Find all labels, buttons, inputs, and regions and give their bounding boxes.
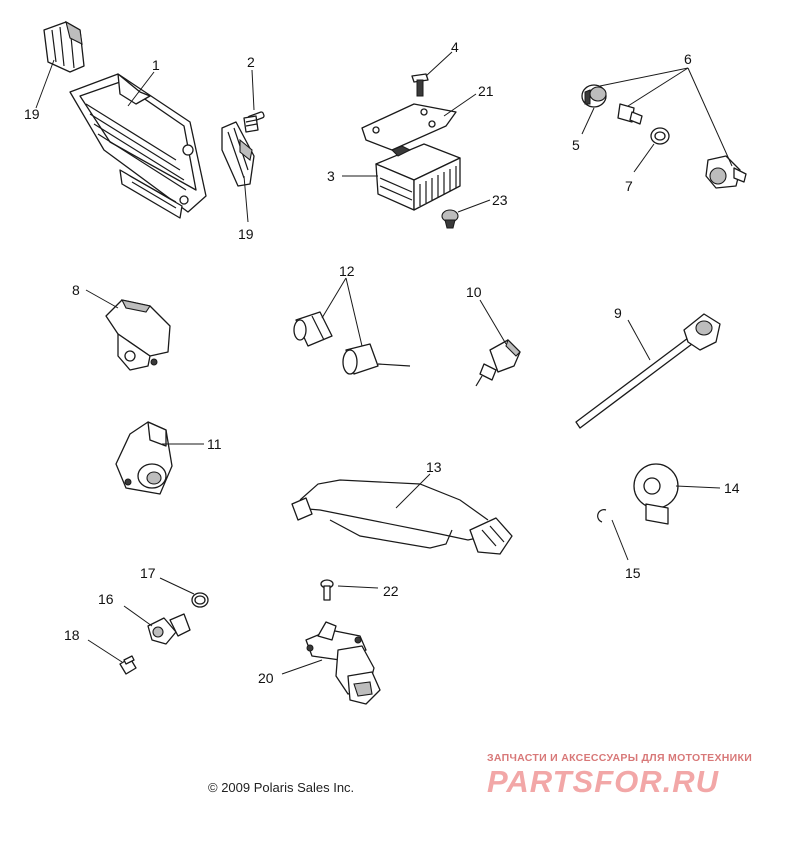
part-12-item-a bbox=[293, 311, 333, 347]
callout-18: 18 bbox=[64, 627, 80, 643]
part-9-sensor bbox=[575, 313, 721, 429]
watermark-tagline: ЗАПЧАСТИ И АКСЕССУАРЫ ДЛЯ МОТОТЕХНИКИ bbox=[487, 752, 753, 764]
part-22-screw bbox=[320, 579, 334, 601]
part-2-screw bbox=[243, 111, 265, 133]
callout-15: 15 bbox=[625, 565, 641, 581]
watermark-logo: PARTSFOR.RU bbox=[487, 764, 720, 799]
callout-9: 9 bbox=[614, 305, 622, 321]
part-19-bracket-lower bbox=[221, 121, 255, 187]
part-1-ecu bbox=[69, 73, 207, 219]
callout-10: 10 bbox=[466, 284, 482, 300]
callout-1: 1 bbox=[152, 57, 160, 73]
callout-19-upper: 19 bbox=[24, 106, 40, 122]
callout-22: 22 bbox=[383, 583, 399, 599]
part-17-oring bbox=[191, 592, 209, 608]
callout-6: 6 bbox=[684, 51, 692, 67]
part-6-sensor bbox=[705, 155, 747, 189]
callout-2: 2 bbox=[247, 54, 255, 70]
part-6-clip bbox=[617, 103, 643, 125]
callout-14: 14 bbox=[724, 480, 740, 496]
part-14-sensor bbox=[633, 463, 679, 525]
callout-13: 13 bbox=[426, 459, 442, 475]
callout-19-lower: 19 bbox=[238, 226, 254, 242]
callout-5: 5 bbox=[572, 137, 580, 153]
part-12-item-b bbox=[342, 343, 411, 375]
callout-16: 16 bbox=[98, 591, 114, 607]
part-19-bracket-upper bbox=[43, 20, 85, 73]
part-3-module bbox=[375, 143, 461, 211]
part-18-bolt bbox=[119, 655, 137, 675]
part-7-ring bbox=[650, 127, 670, 145]
part-15-clip bbox=[597, 509, 607, 523]
callout-7: 7 bbox=[625, 178, 633, 194]
part-20-valve bbox=[305, 621, 381, 705]
callout-21: 21 bbox=[478, 83, 494, 99]
callout-4: 4 bbox=[451, 39, 459, 55]
part-8-sensor bbox=[105, 299, 171, 371]
callout-23: 23 bbox=[492, 192, 508, 208]
callout-17: 17 bbox=[140, 565, 156, 581]
part-11-sensor bbox=[115, 421, 173, 495]
callout-20: 20 bbox=[258, 670, 274, 686]
part-21-cover bbox=[361, 103, 457, 151]
part-16-sensor bbox=[147, 613, 191, 645]
callout-12: 12 bbox=[339, 263, 355, 279]
part-5-sensor bbox=[581, 84, 607, 108]
part-23-grommet bbox=[441, 209, 459, 229]
callout-3: 3 bbox=[327, 168, 335, 184]
part-4-screw bbox=[411, 73, 429, 97]
copyright-text: © 2009 Polaris Sales Inc. bbox=[208, 780, 355, 795]
callout-11: 11 bbox=[207, 436, 222, 452]
callout-8: 8 bbox=[72, 282, 80, 298]
part-10-sensor bbox=[475, 338, 521, 387]
part-13-harness bbox=[291, 479, 513, 555]
